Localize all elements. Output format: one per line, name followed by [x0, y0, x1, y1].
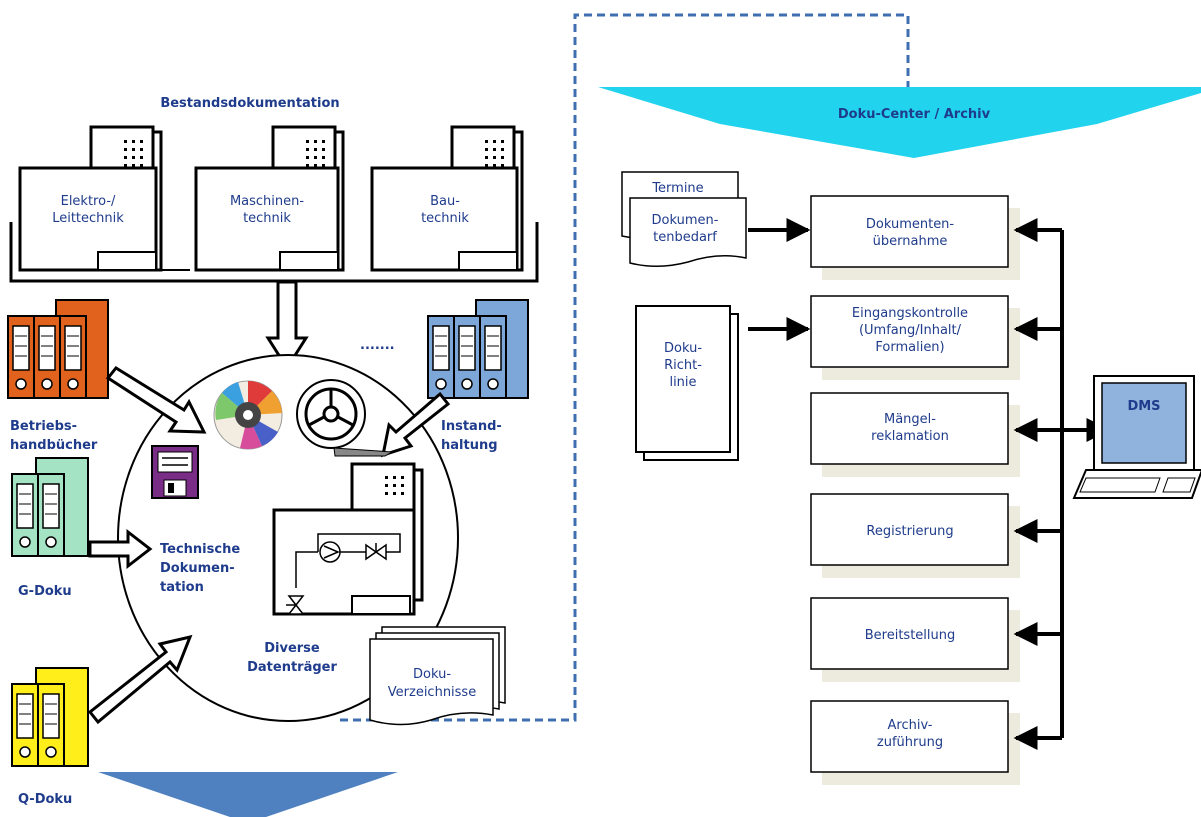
svg-text:technik: technik	[243, 211, 291, 226]
dms-computer-icon: DMS	[1072, 375, 1201, 499]
svg-text:Bereitstellung: Bereitstellung	[865, 628, 956, 643]
svg-text:Dokumen-: Dokumen-	[652, 213, 719, 228]
doku-center-title: Doku-Center / Archiv	[838, 107, 991, 122]
svg-text:Richt-: Richt-	[664, 358, 702, 373]
process-registrierung: Registrierung	[810, 493, 1020, 578]
bestandsdokumentation-title: Bestandsdokumentation	[160, 96, 339, 111]
terminal-maschinentechnik: Maschinen- technik	[194, 125, 345, 272]
svg-text:Archiv-: Archiv-	[888, 718, 933, 733]
process-eingangskontrolle: Eingangskontrolle (Umfang/Inhalt/ Formal…	[810, 295, 1020, 380]
dashed-connector-line	[340, 13, 910, 722]
label-betriebshandbuecher-1: Betriebs-	[10, 419, 77, 434]
terminal-elektro-leittechnik: Elektro-/ Leittechnik	[18, 125, 163, 272]
process-bereitstellung: Bereitstellung	[810, 597, 1020, 682]
label-q-doku: Q-Doku	[18, 792, 72, 807]
bus-arrows	[1013, 218, 1111, 750]
binders-betriebshandbuecher	[7, 299, 109, 399]
tape-reel-icon	[296, 379, 394, 457]
svg-text:(Umfang/Inhalt/: (Umfang/Inhalt/	[859, 323, 962, 338]
doku-richtlinie-document: Doku- Richt- linie	[635, 305, 739, 461]
svg-text:Eingangskontrolle: Eingangskontrolle	[852, 306, 968, 321]
process-maengelreklamation: Mängel- reklamation	[810, 392, 1020, 477]
floppy-disk-icon	[151, 445, 199, 499]
label-diverse-datentraeger-1: Diverse	[264, 641, 320, 656]
svg-text:Doku-: Doku-	[664, 341, 702, 356]
label-instandhaltung-2: haltung	[441, 438, 498, 453]
svg-text:technik: technik	[421, 211, 469, 226]
svg-text:Bau-: Bau-	[430, 194, 460, 209]
arrow-g-doku	[88, 528, 153, 570]
dots-more: .......	[360, 338, 395, 353]
svg-text:Registrierung: Registrierung	[866, 524, 953, 539]
cd-disc-icon	[213, 380, 283, 450]
label-diverse-datentraeger-2: Datenträger	[247, 660, 337, 675]
svg-text:Verzeichnisse: Verzeichnisse	[388, 685, 476, 700]
label-instandhaltung-1: Instand-	[441, 419, 502, 434]
doku-center-header-shape	[598, 87, 1201, 158]
label-technische-dokumentation-3: tation	[160, 580, 204, 595]
terminal-bautechnik: Bau- technik	[370, 125, 524, 272]
binders-q-doku	[11, 667, 89, 767]
label-technische-dokumentation-2: Dokumen-	[160, 561, 235, 576]
svg-text:tenbedarf: tenbedarf	[653, 230, 717, 245]
svg-text:Maschinen-: Maschinen-	[230, 194, 304, 209]
label-technische-dokumentation-1: Technische	[160, 542, 240, 557]
svg-text:Leittechnik: Leittechnik	[52, 211, 124, 226]
process-dokumentenuebernahme: Dokumenten- übernahme	[810, 195, 1020, 280]
label-betriebshandbuecher-2: handbücher	[10, 438, 98, 453]
schematic-terminal-icon	[272, 462, 424, 616]
doku-verzeichnisse-document: Doku- Verzeichnisse	[369, 626, 506, 726]
dokumentenbedarf-document: Dokumen- tenbedarf	[629, 197, 747, 267]
arrow-betriebshandbuecher	[105, 366, 207, 434]
svg-text:reklamation: reklamation	[871, 429, 949, 444]
arrow-q-doku	[87, 634, 193, 725]
label-g-doku: G-Doku	[18, 584, 72, 599]
svg-text:linie: linie	[669, 375, 696, 390]
output-funnel-bottom	[98, 772, 398, 817]
terminals-bracket	[9, 222, 539, 283]
svg-text:Doku-: Doku-	[413, 667, 451, 682]
svg-text:Elektro-/: Elektro-/	[61, 194, 116, 209]
svg-text:Dokumenten-: Dokumenten-	[866, 217, 955, 232]
svg-text:Formalien): Formalien)	[875, 340, 944, 355]
down-arrow-into-circle	[265, 280, 309, 371]
svg-text:Mängel-: Mängel-	[884, 412, 936, 427]
binders-instandhaltung	[427, 299, 529, 399]
svg-text:zuführung: zuführung	[877, 735, 943, 750]
svg-text:übernahme: übernahme	[873, 234, 948, 249]
arrow-instandhaltung	[381, 391, 451, 458]
svg-text:Termine: Termine	[651, 181, 703, 196]
process-archivzufuehrung: Archiv- zuführung	[810, 700, 1020, 785]
binders-g-doku	[11, 457, 89, 557]
svg-text:DMS: DMS	[1127, 399, 1160, 414]
